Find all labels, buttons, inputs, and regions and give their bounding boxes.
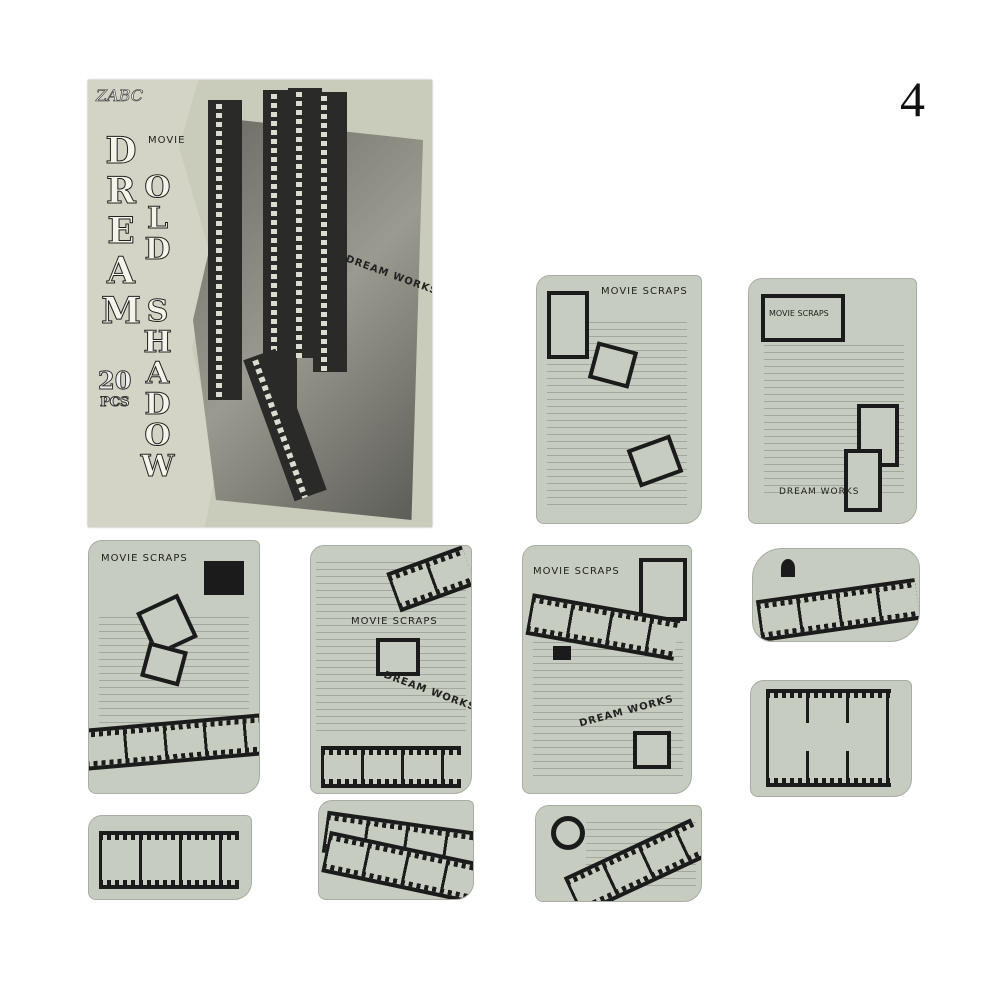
sticker-7 (750, 680, 912, 797)
film-strip-icon (208, 100, 242, 400)
trophy-icon (781, 559, 795, 577)
sticker-label: MOVIE SCRAPS (601, 286, 688, 297)
sticker-label: DREAM WORKS (779, 487, 860, 497)
clapperboard-icon (553, 646, 571, 660)
sticker-5: MOVIE SCRAPS DREAM WORKS (522, 545, 692, 794)
sticker-label: MOVIE SCRAPS (351, 616, 438, 627)
sticker-label: MOVIE SCRAPS (101, 553, 188, 564)
film-frame-icon (639, 558, 687, 621)
package-corner-word: MOVIE (148, 135, 186, 146)
film-reel-icon (551, 816, 585, 850)
movie-scraps-battery-frame (761, 294, 845, 342)
package-title-old-shadow: OLD SHADOW (140, 170, 176, 481)
film-frame-icon (844, 449, 882, 512)
sticker-4: MOVIE SCRAPS DREAM WORKS (310, 545, 472, 794)
clapperboard-icon (204, 561, 244, 595)
sticker-3: MOVIE SCRAPS (88, 540, 260, 794)
count-value: 20 (97, 366, 132, 395)
sticker-10 (535, 805, 702, 902)
count-unit: PCS (99, 395, 130, 411)
sticker-label: MOVIE SCRAPS (533, 566, 620, 577)
sticker-1: MOVIE SCRAPS (536, 275, 702, 524)
sticker-8 (88, 815, 252, 900)
frame-window (781, 723, 871, 751)
sticker-2: MOVIE SCRAPS DREAM WORKS (748, 278, 917, 524)
film-strip-icon (99, 831, 239, 889)
film-strip-icon (755, 578, 919, 641)
photo-frame-icon (376, 638, 420, 676)
brand-logo: ZABC (96, 86, 144, 106)
page-number: 4 (900, 71, 925, 127)
sticker-9 (318, 800, 474, 900)
film-strip-icon (321, 746, 461, 788)
film-frame-icon (547, 291, 589, 359)
sticker-label: MOVIE SCRAPS (769, 309, 829, 318)
film-frame-icon (633, 731, 671, 769)
sticker-6 (752, 548, 920, 642)
package-title-dream: DREAM (100, 130, 143, 331)
film-strip-icon (313, 92, 347, 372)
